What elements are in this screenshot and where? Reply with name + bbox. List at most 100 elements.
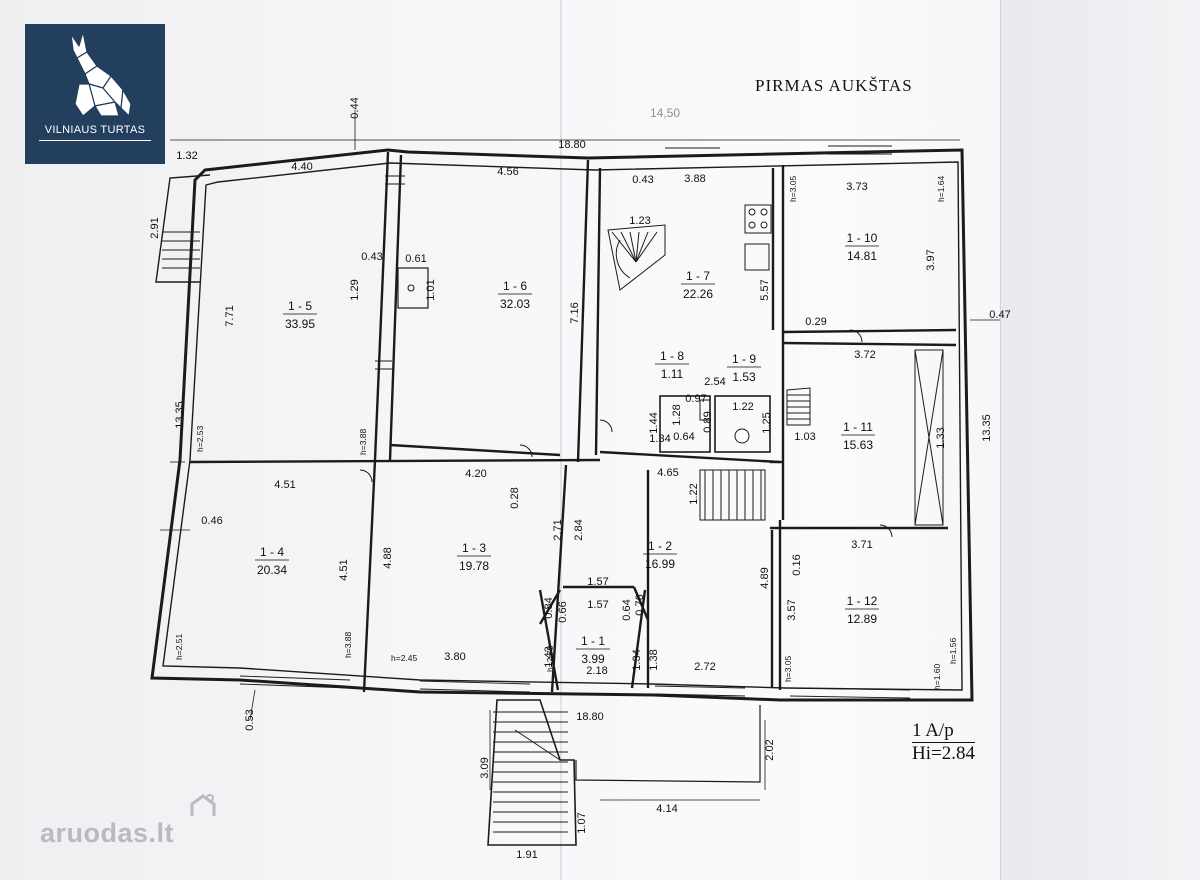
room-area: 19.78 [459,559,489,573]
dimension-label: 4.89 [759,567,771,588]
dimension-label: 0.89 [702,411,714,432]
room-area: 33.95 [285,317,315,331]
dimension-label: 7.16 [569,302,581,323]
height-label: h=2.45 [391,653,418,663]
dimension-label: 7.71 [224,305,236,326]
dimension-label: 1.07 [576,812,588,833]
dimension-label: 2.71 [552,519,564,540]
dimension-label: 1.57 [587,576,608,588]
room-id: 1 - 10 [847,231,878,245]
dimension-label: 3.88 [684,173,705,185]
room-id: 1 - 8 [660,349,684,363]
room-area: 16.99 [645,557,675,571]
room-area: 32.03 [500,297,530,311]
dimension-label: 1.29 [349,279,361,300]
dimension-label: 1.23 [629,215,650,227]
room-label: 1 - 2 16.99 [643,539,677,571]
room-area: 12.89 [847,612,877,626]
dimension-label: 4.14 [656,803,677,815]
dimension-label: 0.53 [244,709,256,730]
dimension-label: 18.80 [576,711,604,723]
dimension-label: 3.72 [854,349,875,361]
height-label: h=2.53 [195,425,205,452]
dimension-label: 1.03 [794,431,815,443]
paper-fold [560,0,562,880]
dimension-label: 1.43 [543,646,555,667]
room-id: 1 - 1 [581,634,605,648]
room-id: 1 - 11 [843,420,873,434]
dimension-label: 4.40 [291,161,312,173]
dimension-label: 4.88 [382,547,394,568]
dimension-label: 2.72 [694,661,715,673]
dimension-label: 4.51 [274,479,295,491]
brand-name: VILNIAUS TURTAS [44,124,146,136]
room-label: 1 - 533.95 [283,299,317,331]
scale-note: 1 A/p Hi=2.84 [912,720,975,765]
dimension-label: 3.09 [479,757,491,778]
room-label: 1 - 6 32.03 [498,279,532,311]
dimension-label: 2.18 [586,665,607,677]
room-area: 1.11 [661,367,684,381]
dimension-label: 0.46 [201,515,222,527]
pencil-note: 14,50 [650,106,681,120]
height-label: h=2.51 [174,633,184,660]
room-id: 1 - 4 [260,545,284,559]
room-id: 1 - 3 [462,541,486,555]
dimension-label: 0.28 [509,487,521,508]
dimension-label: 0.29 [805,316,826,328]
dimension-label: 1.01 [425,279,437,300]
height-label: h=3.05 [788,175,798,202]
dimension-label: 3.97 [925,249,937,270]
brand-underline [39,140,151,141]
dimension-label: 3.80 [444,651,465,663]
dimension-label: 0.44 [349,97,361,118]
room-label: 1 - 3 19.78 [457,541,491,573]
dimension-label: 0.66 [557,601,569,622]
dimension-label: 18.80 [558,139,586,151]
height-label: h=3.88 [358,428,368,455]
dimension-label: 2.84 [573,519,585,540]
height-label: h=1.56 [948,637,958,664]
room-area: 15.63 [843,438,873,452]
room-id: 1 - 12 [847,594,878,608]
scale-top: 1 A/p [912,720,954,741]
dimension-label: 0.47 [989,309,1010,321]
vilniaus-turtas-logo: VILNIAUS TURTAS [25,24,165,164]
dimension-label: 1.28 [671,404,683,425]
dimension-label: 4.56 [497,166,518,178]
dimension-label: 3.71 [851,539,872,551]
room-id: 1 - 6 [503,279,527,293]
dimension-label: 1.57 [587,599,608,611]
plan-title: PIRMAS AUKŠTAS [755,76,913,95]
dimension-label: 4.65 [657,467,678,479]
room-label: 1 - 4 20.34 [255,545,289,577]
room-label: 1 - 11 15.63 [841,420,875,452]
room-label: 1 - 722.26 [681,269,715,301]
room-label: 1 - 91.53 [727,352,761,384]
dimension-label: 1.25 [761,412,773,433]
height-label: h=1.60 [932,663,942,690]
dimension-label: 1.22 [732,401,753,413]
dimension-label: 1.91 [516,849,537,861]
dimension-label: 1.34 [631,649,643,670]
ceiling-height: Hi=2.84 [912,742,975,764]
dimension-label: 0.84 [543,597,555,618]
dimension-label: 0.76 [634,594,646,615]
room-id: 1 - 2 [648,539,672,553]
room-id: 1 - 7 [686,269,710,283]
dimension-label: 0.61 [405,253,426,265]
height-label: h=1.64 [936,175,946,202]
room-id: 1 - 9 [732,352,756,366]
room-area: 20.34 [257,563,287,577]
dimension-label: 0.43 [361,251,382,263]
dimension-label: 1.44 [648,412,660,433]
dimension-label: 5.57 [759,279,771,300]
room-label: 1 - 12 12.89 [845,594,879,626]
dimension-label: 0.16 [791,554,803,575]
room-area: 3.99 [581,652,605,666]
aruodas-watermark: aruodas.lt [40,818,175,848]
height-label: h=3.05 [783,655,793,682]
